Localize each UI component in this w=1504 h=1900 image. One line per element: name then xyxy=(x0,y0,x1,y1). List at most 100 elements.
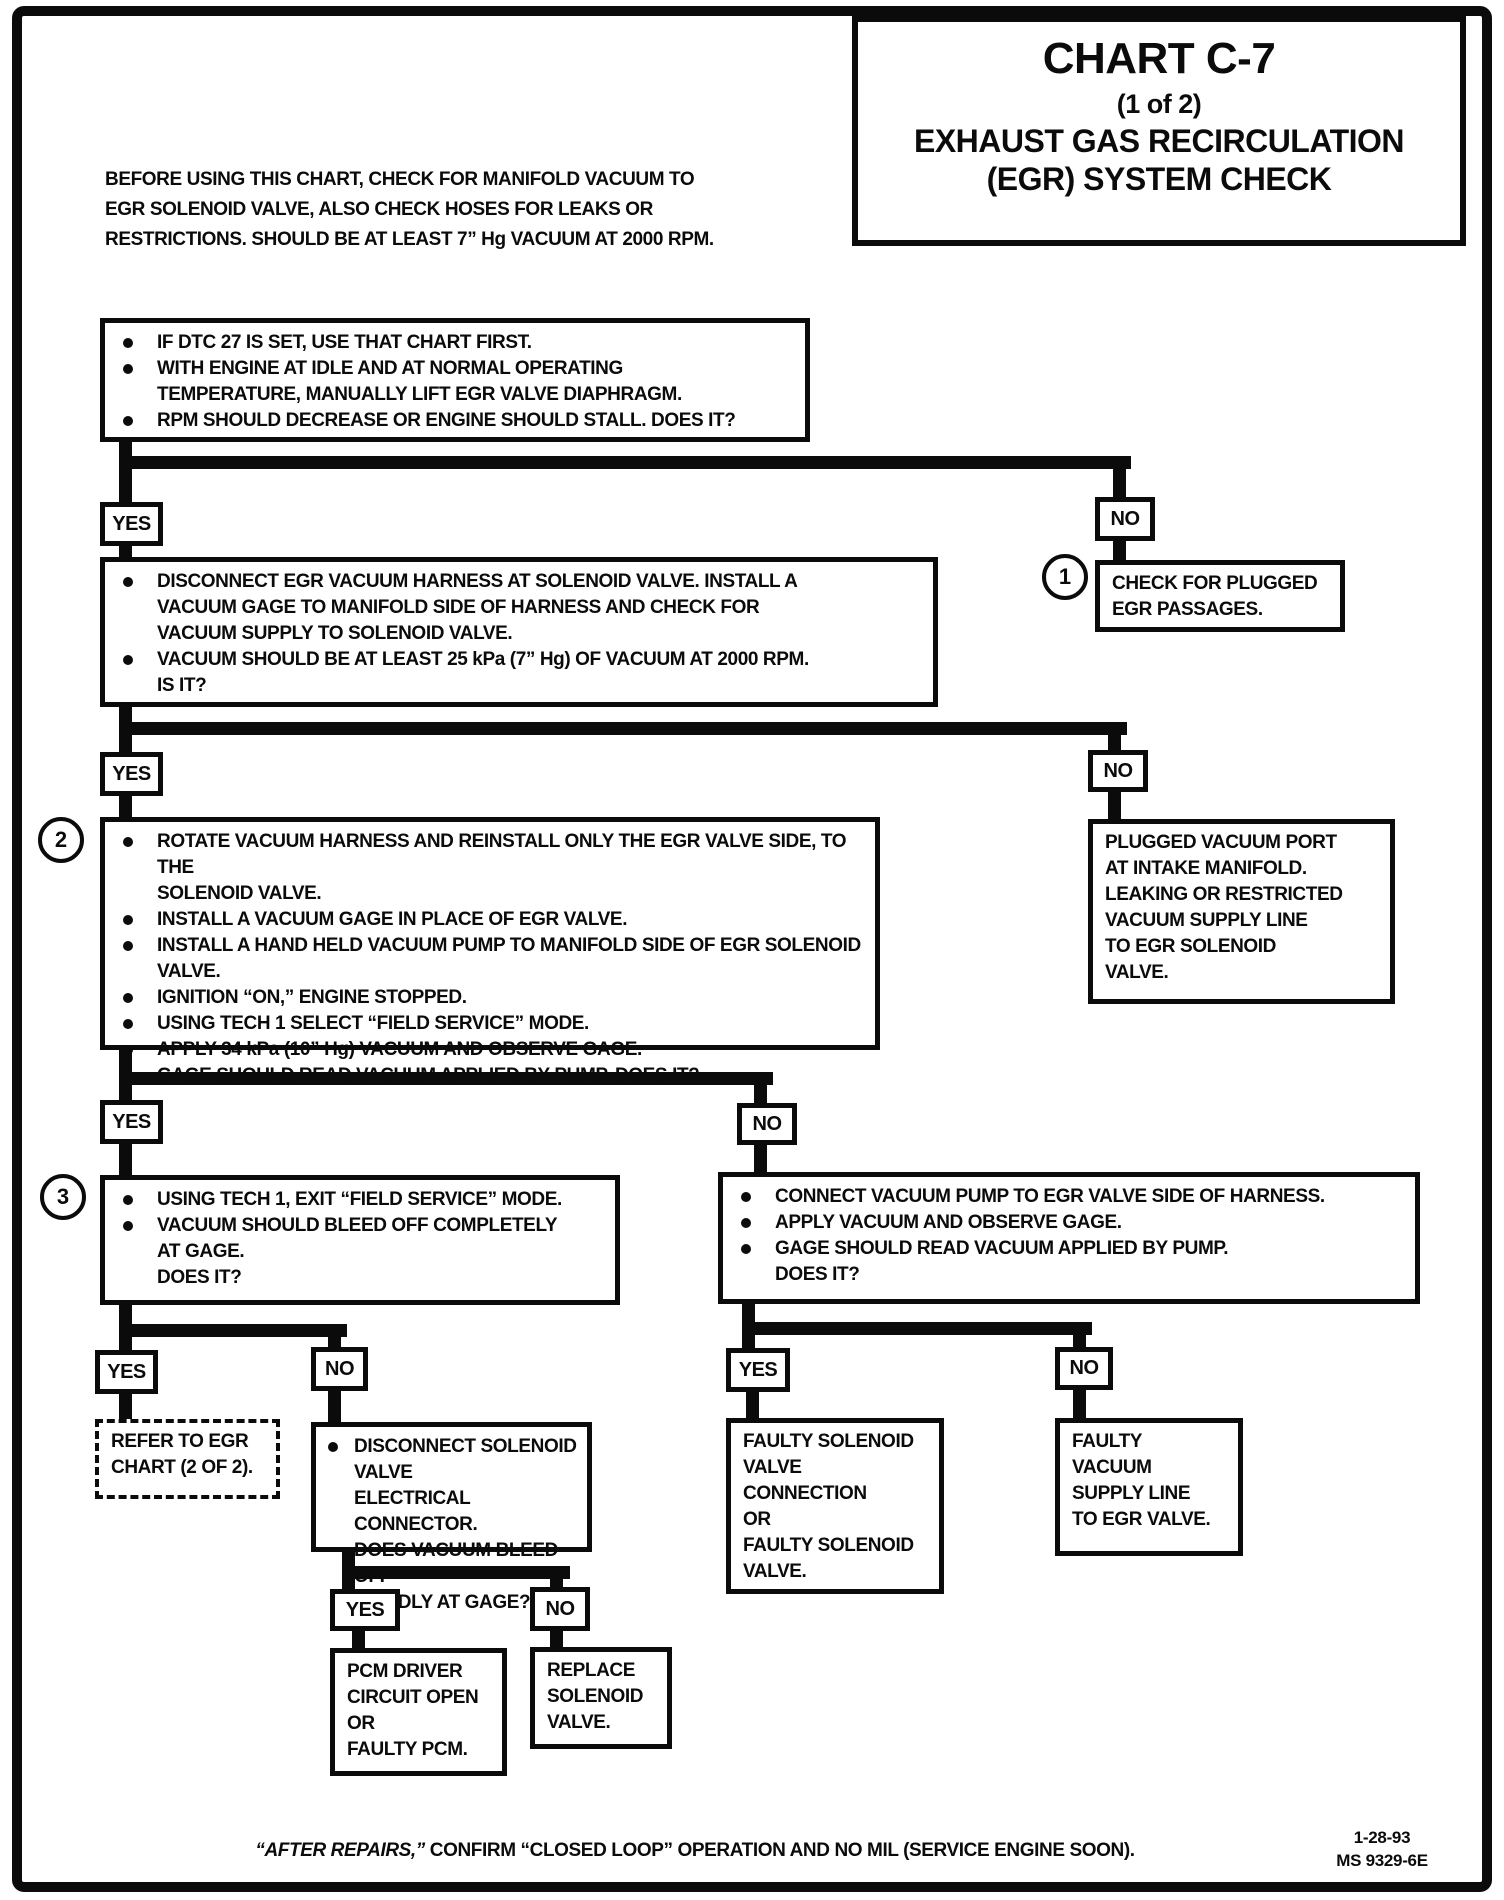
result-pcm-driver-circuit: PCM DRIVER CIRCUIT OPEN OR FAULTY PCM. xyxy=(330,1648,507,1776)
step-number-badge-3: 3 xyxy=(40,1174,86,1220)
connector-line xyxy=(119,1392,132,1421)
connector-line xyxy=(119,1072,773,1085)
step-text: GAGE SHOULD READ VACUUM APPLIED BY PUMP.… xyxy=(157,1065,700,1086)
bullet-icon xyxy=(123,1071,133,1081)
connector-line xyxy=(742,1322,1092,1335)
connector-line xyxy=(550,1566,563,1589)
step-text: VACUUM SHOULD BLEED OFF COMPLETELY AT GA… xyxy=(157,1215,558,1288)
step-6-solenoid-disconnect-check: DISCONNECT SOLENOID VALVE ELECTRICAL CON… xyxy=(311,1422,592,1613)
yes-tag-2: YES xyxy=(100,752,163,796)
bullet-icon xyxy=(123,364,133,374)
connector-line xyxy=(1108,790,1121,821)
step-text: CONNECT VACUUM PUMP TO EGR VALVE SIDE OF… xyxy=(775,1186,1325,1207)
connector-line xyxy=(746,1390,759,1420)
result-check-egr-passages: CHECK FOR PLUGGED EGR PASSAGES. xyxy=(1095,560,1345,632)
title-subtitle-2: (EGR) SYSTEM CHECK xyxy=(986,161,1332,197)
bullet-icon xyxy=(123,993,133,1003)
bullet-icon xyxy=(741,1192,751,1202)
connector-line xyxy=(119,1324,347,1337)
intro-note: BEFORE USING THIS CHART, CHECK FOR MANIF… xyxy=(105,169,714,250)
title-subtitle-1: EXHAUST GAS RECIRCULATION xyxy=(913,123,1405,159)
bullet-icon xyxy=(123,1045,133,1055)
step-number-badge-1: 1 xyxy=(1042,554,1088,600)
connector-line xyxy=(328,1324,341,1351)
connector-line xyxy=(754,1072,767,1107)
no-tag-1: NO xyxy=(1095,497,1155,541)
no-tag-4-right: NO xyxy=(1055,1347,1113,1390)
bullet-icon xyxy=(741,1218,751,1228)
footer-note-rest: CONFIRM “CLOSED LOOP” OPERATION AND NO M… xyxy=(424,1840,1135,1861)
no-tag-3: NO xyxy=(737,1103,797,1145)
yes-tag-1: YES xyxy=(100,502,163,546)
yes-tag-3: YES xyxy=(100,1100,163,1144)
connector-line xyxy=(1108,722,1121,754)
connector-line xyxy=(754,1143,767,1176)
bullet-icon xyxy=(328,1442,338,1452)
result-faulty-vacuum-supply-line: FAULTY VACUUM SUPPLY LINE TO EGR VALVE. xyxy=(1055,1418,1243,1556)
title-part-number: (1 of 2) xyxy=(1116,89,1202,119)
page-title: CHART C-7 xyxy=(1042,34,1276,83)
step-text: IF DTC 27 IS SET, USE THAT CHART FIRST. xyxy=(157,332,532,353)
bullet-icon xyxy=(123,655,133,665)
step-text: INSTALL A VACUUM GAGE IN PLACE OF EGR VA… xyxy=(157,909,628,930)
yes-tag-5: YES xyxy=(330,1589,400,1631)
connector-line xyxy=(1113,537,1126,563)
bullet-icon xyxy=(123,338,133,348)
revision-block: 1-28-93 MS 9329-6E xyxy=(1316,1826,1448,1872)
connector-line xyxy=(1073,1322,1086,1349)
connector-line xyxy=(119,436,132,506)
connector-line xyxy=(550,1629,563,1649)
bullet-icon xyxy=(123,1221,133,1231)
connector-line xyxy=(119,1142,132,1179)
revision-code: MS 9329-6E xyxy=(1336,1851,1428,1870)
connector-line xyxy=(352,1629,365,1650)
no-tag-2: NO xyxy=(1088,750,1148,792)
bullet-icon xyxy=(123,837,133,847)
footer-note-italic: “AFTER REPAIRS,” xyxy=(255,1840,425,1861)
connector-line xyxy=(119,456,1131,469)
result-plugged-vacuum-port: PLUGGED VACUUM PORT AT INTAKE MANIFOLD. … xyxy=(1088,819,1395,1004)
step-text: DISCONNECT SOLENOID VALVE ELECTRICAL CON… xyxy=(354,1436,577,1613)
bullet-icon xyxy=(123,577,133,587)
step-text: APPLY 34 kPa (10” Hg) VACUUM AND OBSERVE… xyxy=(157,1039,642,1060)
step-text: APPLY VACUUM AND OBSERVE GAGE. xyxy=(775,1212,1122,1233)
bullet-icon xyxy=(123,915,133,925)
step-text: VACUUM SHOULD BE AT LEAST 25 kPa (7” Hg)… xyxy=(157,649,809,696)
step-text: IGNITION “ON,” ENGINE STOPPED. xyxy=(157,987,467,1008)
bullet-icon xyxy=(123,1019,133,1029)
bullet-icon xyxy=(123,941,133,951)
step-text: DISCONNECT EGR VACUUM HARNESS AT SOLENOI… xyxy=(157,571,798,644)
step-text: ROTATE VACUUM HARNESS AND REINSTALL ONLY… xyxy=(157,831,847,904)
connector-line xyxy=(1073,1388,1086,1420)
footer-note: “AFTER REPAIRS,” CONFIRM “CLOSED LOOP” O… xyxy=(165,1840,1225,1862)
no-tag-4-left: NO xyxy=(311,1347,368,1391)
bullet-icon xyxy=(123,416,133,426)
step-1-initial-check: IF DTC 27 IS SET, USE THAT CHART FIRST. … xyxy=(100,318,810,442)
connector-line xyxy=(1113,456,1126,501)
step-text: WITH ENGINE AT IDLE AND AT NORMAL OPERAT… xyxy=(157,358,682,405)
step-5-pump-check: CONNECT VACUUM PUMP TO EGR VALVE SIDE OF… xyxy=(718,1172,1420,1304)
bullet-icon xyxy=(123,1195,133,1205)
no-tag-5: NO xyxy=(530,1587,590,1631)
bullet-icon xyxy=(741,1244,751,1254)
step-number-badge-2: 2 xyxy=(38,817,84,863)
connector-line xyxy=(119,794,132,821)
connector-line xyxy=(328,1389,341,1422)
page-border xyxy=(12,6,1492,1892)
result-faulty-solenoid-connection: FAULTY SOLENOID VALVE CONNECTION OR FAUL… xyxy=(726,1418,944,1594)
step-3-field-service-check: ROTATE VACUUM HARNESS AND REINSTALL ONLY… xyxy=(100,817,880,1086)
revision-date: 1-28-93 xyxy=(1353,1828,1411,1847)
step-text: USING TECH 1 SELECT “FIELD SERVICE” MODE… xyxy=(157,1013,589,1034)
step-text: GAGE SHOULD READ VACUUM APPLIED BY PUMP.… xyxy=(775,1238,1229,1285)
connector-line xyxy=(119,722,1127,735)
step-text: USING TECH 1, EXIT “FIELD SERVICE” MODE. xyxy=(157,1189,562,1210)
yes-tag-4-right: YES xyxy=(726,1348,790,1392)
yes-tag-4-left: YES xyxy=(95,1350,158,1394)
step-text: INSTALL A HAND HELD VACUUM PUMP TO MANIF… xyxy=(157,935,861,982)
result-replace-solenoid-valve: REPLACE SOLENOID VALVE. xyxy=(530,1647,672,1749)
connector-line xyxy=(342,1566,570,1579)
step-4-bleed-off-check: USING TECH 1, EXIT “FIELD SERVICE” MODE.… xyxy=(100,1175,620,1305)
step-2-vacuum-supply-check: DISCONNECT EGR VACUUM HARNESS AT SOLENOI… xyxy=(100,557,938,707)
step-text: RPM SHOULD DECREASE OR ENGINE SHOULD STA… xyxy=(157,410,736,431)
